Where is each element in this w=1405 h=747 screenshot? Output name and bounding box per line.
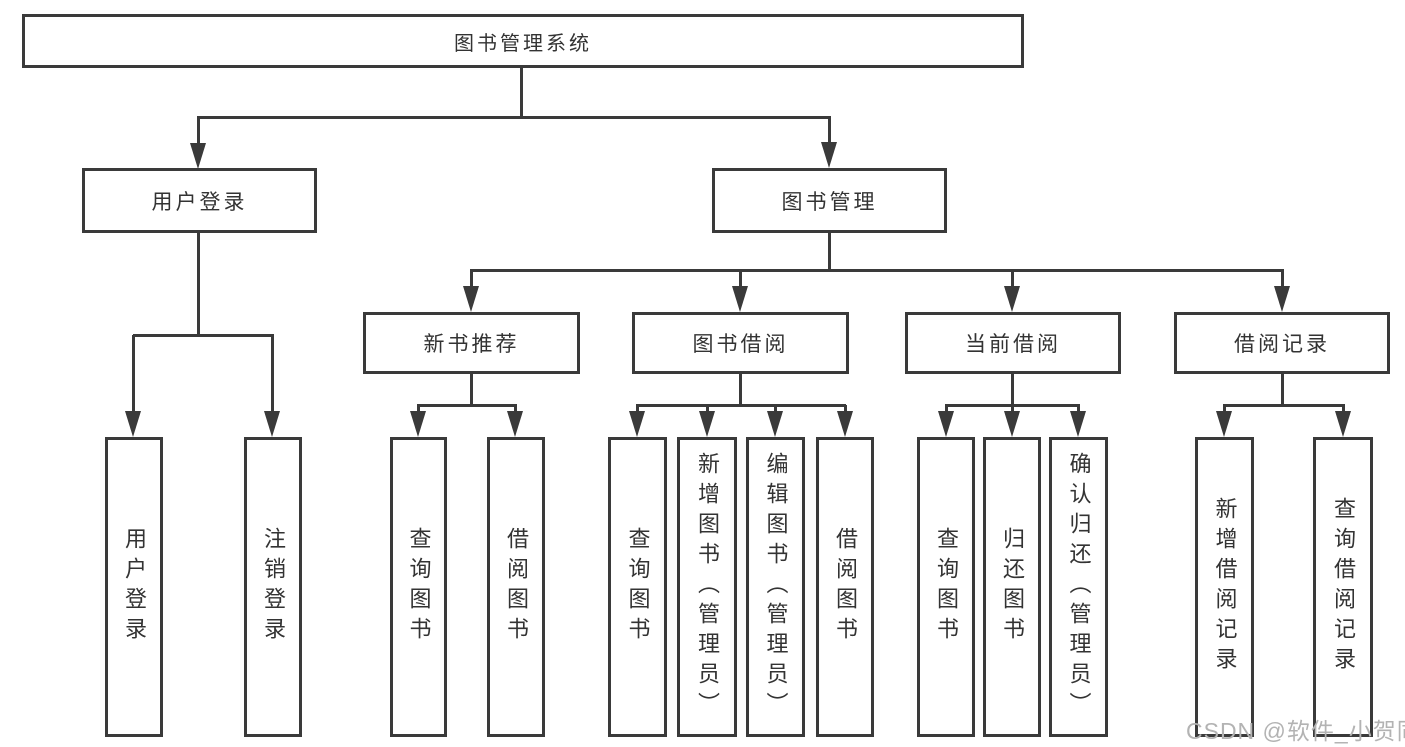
leaf-query-book-borrowing: 查询图书	[608, 437, 667, 737]
connector-newbook-down	[470, 374, 473, 407]
leaf-borrow-book-borrowing: 借阅图书	[816, 437, 874, 737]
connector-to-book-mgmt-stub	[828, 117, 831, 145]
node-root-library-system: 图书管理系统	[22, 14, 1024, 68]
stub-cb-return	[1011, 405, 1014, 415]
arrow-bb-query	[629, 411, 645, 437]
arrow-to-current-borrow	[1004, 286, 1020, 312]
stub-rec-borrow	[514, 405, 517, 415]
connector-bookborrow-stub	[739, 270, 742, 288]
connector-bookborrow-down	[739, 374, 742, 407]
node-current-borrowing: 当前借阅	[905, 312, 1121, 374]
stub-cb-confirm	[1077, 405, 1080, 415]
connector-currentborrow-stub	[1011, 270, 1014, 288]
node-book-borrowing: 图书借阅	[632, 312, 849, 374]
arrow-rec-borrow	[507, 411, 523, 437]
stub-br-query	[1342, 405, 1345, 415]
leaf-user-login: 用户登录	[105, 437, 163, 737]
csdn-watermark: CSDN @软件_小贺同学	[1186, 718, 1405, 744]
connector-root-stub	[520, 68, 523, 119]
node-book-management: 图书管理	[712, 168, 947, 233]
connector-book-mgmt-stub	[828, 233, 831, 271]
connector-leaf-login-stub	[132, 335, 135, 414]
arrow-bb-add	[699, 411, 715, 437]
connector-user-login-hbar	[133, 334, 274, 337]
connector-bookborrow-hbar	[636, 404, 846, 407]
connector-root-hbar	[197, 116, 831, 119]
connector-newbook-hbar	[417, 404, 517, 407]
arrow-cb-query	[938, 411, 954, 437]
arrow-leaf-login	[125, 411, 141, 437]
arrow-br-add	[1216, 411, 1232, 437]
leaf-add-book-admin: 新增图书（管理员）	[677, 437, 737, 737]
node-user-login: 用户登录	[82, 168, 317, 233]
stub-bb-edit	[774, 405, 777, 415]
leaf-confirm-return-admin: 确认归还（管理员）	[1049, 437, 1108, 737]
arrow-to-newbook-rec	[463, 286, 479, 312]
connector-leaf-logout-stub	[271, 335, 274, 414]
stub-bb-query	[636, 405, 639, 415]
arrow-to-book-mgmt	[821, 142, 837, 168]
arrow-bb-borrow	[837, 411, 853, 437]
leaf-return-book: 归还图书	[983, 437, 1041, 737]
connector-to-user-login-stub	[197, 117, 200, 146]
arrow-br-query	[1335, 411, 1351, 437]
arrow-cb-confirm	[1070, 411, 1086, 437]
leaf-query-book-current: 查询图书	[917, 437, 975, 737]
connector-borrowrecords-hbar	[1223, 404, 1345, 407]
connector-book-mgmt-hbar	[470, 269, 1284, 272]
arrow-rec-query	[410, 411, 426, 437]
arrow-cb-return	[1004, 411, 1020, 437]
arrow-bb-edit	[767, 411, 783, 437]
connector-user-login-stub	[197, 233, 200, 337]
arrow-leaf-logout	[264, 411, 280, 437]
connector-newbook-stub	[470, 270, 473, 288]
leaf-query-borrow-record: 查询借阅记录	[1313, 437, 1373, 737]
arrow-to-borrow-records	[1274, 286, 1290, 312]
arrow-to-book-borrow	[732, 286, 748, 312]
connector-currentborrow-down	[1011, 374, 1014, 407]
arrow-to-user-login	[190, 143, 206, 169]
node-new-book-recommend: 新书推荐	[363, 312, 580, 374]
stub-bb-borrow	[844, 405, 847, 415]
stub-bb-add	[706, 405, 709, 415]
leaf-edit-book-admin: 编辑图书（管理员）	[746, 437, 805, 737]
leaf-borrow-book-recommend: 借阅图书	[487, 437, 545, 737]
stub-cb-query	[945, 405, 948, 415]
connector-borrowrecords-stub	[1281, 270, 1284, 288]
connector-borrowrecords-down	[1281, 374, 1284, 407]
node-borrowing-records: 借阅记录	[1174, 312, 1390, 374]
leaf-add-borrow-record: 新增借阅记录	[1195, 437, 1254, 737]
leaf-query-book-recommend: 查询图书	[390, 437, 447, 737]
leaf-logout: 注销登录	[244, 437, 302, 737]
stub-rec-query	[417, 405, 420, 415]
stub-br-add	[1223, 405, 1226, 415]
